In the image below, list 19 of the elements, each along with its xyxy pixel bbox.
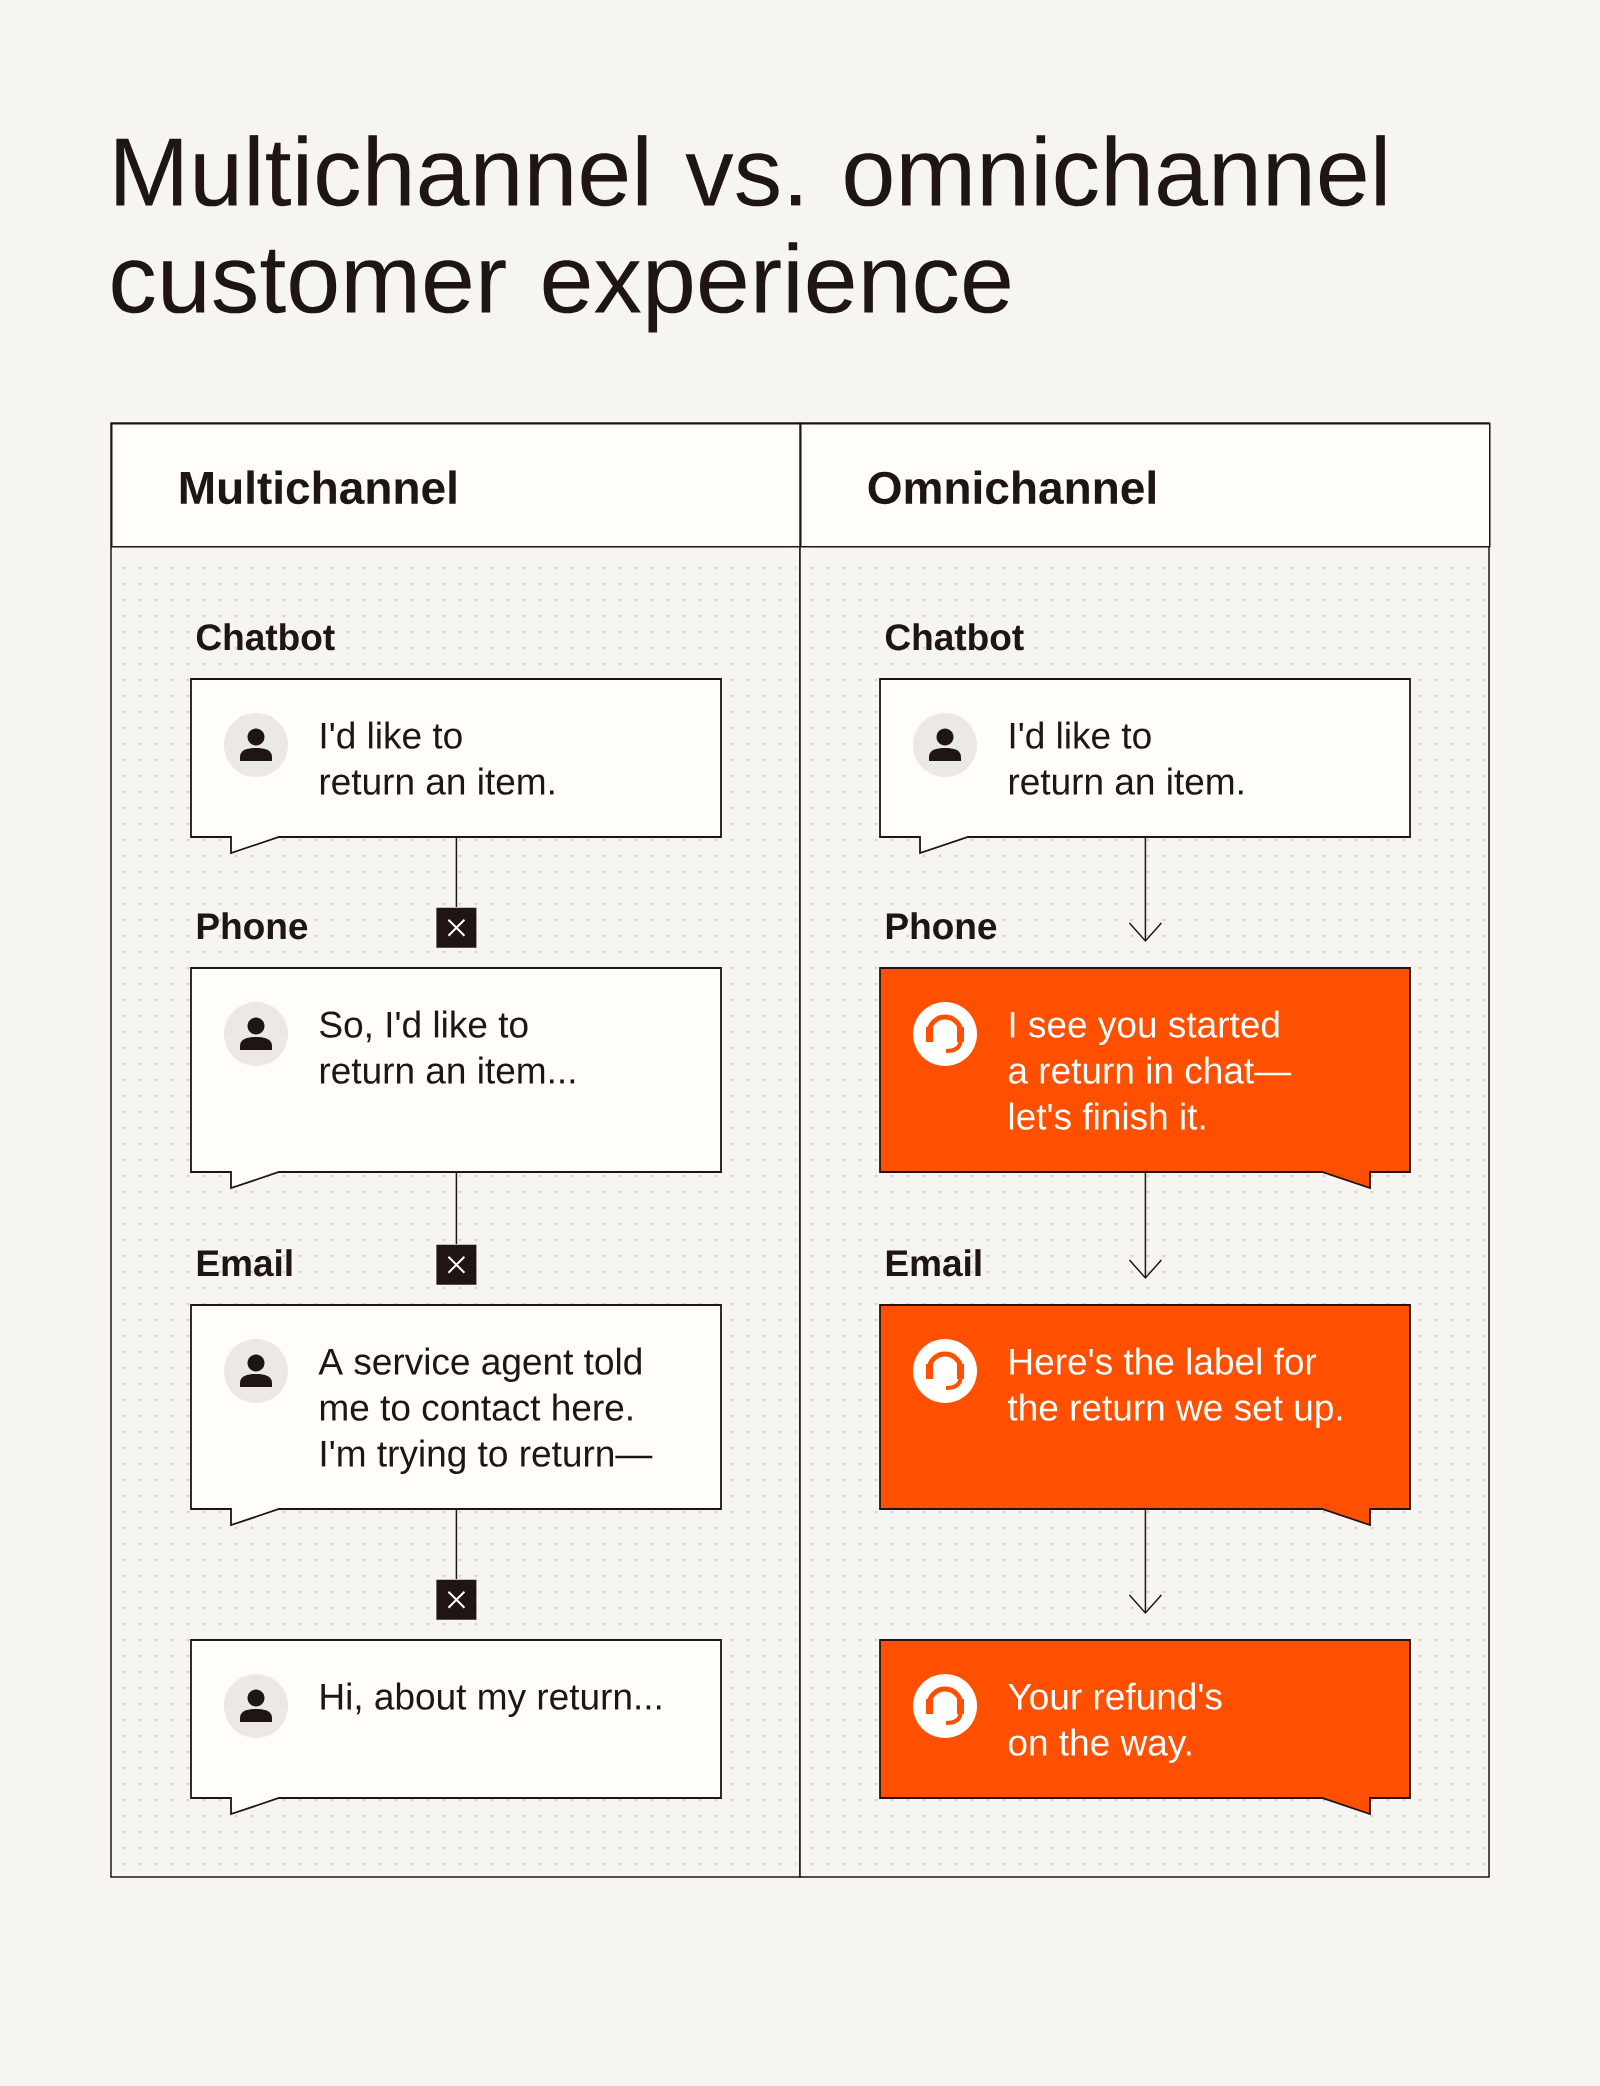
speech-bubble: So, I'd like to return an item... (190, 967, 722, 1190)
speech-bubble: I see you started a return in chat— let's finish it. (879, 967, 1411, 1190)
arrow (1128, 1172, 1163, 1279)
blocked-connector (436, 1172, 477, 1285)
channel-label: Email (886, 1249, 981, 1277)
column-header: Multichannel (111, 423, 802, 548)
blocked-connector (436, 837, 477, 948)
speech-bubble: A service agent told me to contact here. I'm trying to return— (190, 1304, 722, 1527)
channel-label: Email (197, 1249, 292, 1277)
title: Multichannel vs. omnichannel customer experience (112, 135, 1385, 333)
column-header: Omnichannel (800, 423, 1491, 548)
blocked-connector (436, 1509, 477, 1620)
arrow (1128, 837, 1163, 942)
arrow (1128, 1509, 1163, 1614)
channel-label: Phone (197, 912, 308, 940)
channel-label: Phone (886, 912, 997, 940)
channel-label: Chatbot (885, 623, 1024, 651)
speech-bubble: Here's the label for the return we set up. (879, 1304, 1411, 1527)
channel-label: Chatbot (196, 623, 335, 651)
